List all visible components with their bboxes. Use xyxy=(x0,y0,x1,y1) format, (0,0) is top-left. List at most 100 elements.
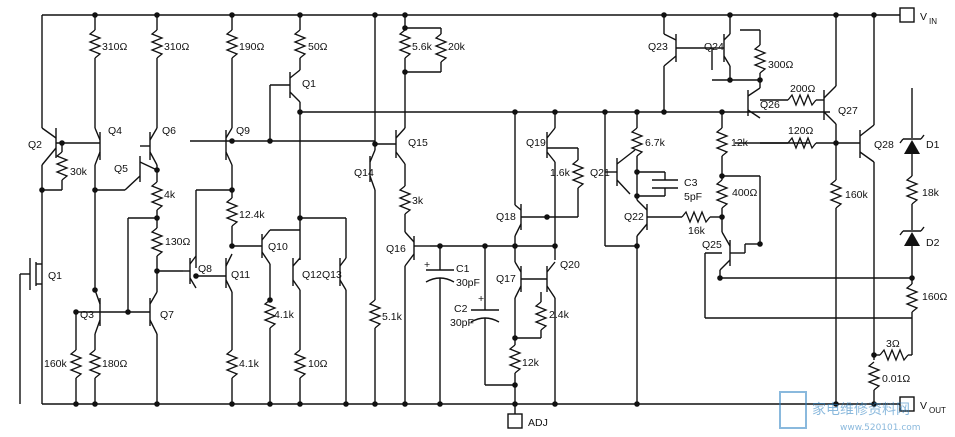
c2-value: 30pF xyxy=(450,317,474,329)
transistor-q1-left: Q1 xyxy=(19,258,62,404)
transistor-q14: Q14 xyxy=(354,15,376,300)
resistor-4k1b: 4.1k xyxy=(263,264,295,404)
q16-label: Q16 xyxy=(386,243,406,255)
transistor-q7: Q7 xyxy=(149,291,174,404)
resistor-4k1a: 4.1k xyxy=(225,292,260,404)
q15-label: Q15 xyxy=(408,137,428,149)
adj-pin: ADJ xyxy=(507,404,548,429)
svg-text:+: + xyxy=(424,259,430,271)
q13-label: Q13 xyxy=(322,269,342,281)
resistor-130: 130Ω xyxy=(127,217,191,312)
resistor-30k: 30k xyxy=(42,143,88,191)
transistor-q23: Q23 xyxy=(648,15,712,112)
resistor-10: 10Ω xyxy=(293,349,328,404)
vin-subscript: IN xyxy=(929,17,937,26)
r200-label: 200Ω xyxy=(790,83,816,95)
resistor-3k: 3k xyxy=(398,164,424,232)
resistor-190: 190Ω xyxy=(225,15,265,128)
r20k-label: 20k xyxy=(448,41,466,53)
transistor-q8: Q8 xyxy=(157,255,212,289)
transistor-q27: Q27 xyxy=(823,15,858,180)
q24-label: Q24 xyxy=(704,41,724,53)
c1-name: C1 xyxy=(456,263,470,275)
resistor-1k6: 1.6k xyxy=(547,147,585,218)
q18-label: Q18 xyxy=(496,211,516,223)
r120-label: 120Ω xyxy=(788,125,814,137)
r12k4-label: 12.4k xyxy=(239,209,265,221)
resistor-16k: 16k xyxy=(681,210,722,237)
d1-label: D1 xyxy=(926,139,940,151)
vin-label: V xyxy=(920,11,927,23)
resistor-18k: 18k xyxy=(905,175,940,230)
capacitor-c3: C3 5pF xyxy=(637,171,702,203)
r1k6-label: 1.6k xyxy=(550,167,571,179)
c3-name: C3 xyxy=(684,177,698,189)
q10-label: Q10 xyxy=(268,241,288,253)
r12k-bottom-label: 12k xyxy=(522,357,540,369)
r130-label: 130Ω xyxy=(165,236,191,248)
transistor-q25: Q25 xyxy=(702,231,912,319)
q7-label: Q7 xyxy=(160,309,174,321)
q9-label: Q9 xyxy=(236,125,250,137)
resistor-12k-bottom: 12k xyxy=(508,344,540,404)
q17-label: Q17 xyxy=(496,273,516,285)
q11-label: Q11 xyxy=(231,269,250,281)
resistor-5k1: 5.1k xyxy=(368,299,403,404)
q2-label: Q2 xyxy=(28,139,42,151)
resistor-400: 400Ω xyxy=(715,175,761,244)
capacitor-c2: + C2 30pF xyxy=(450,246,515,386)
supply-rails xyxy=(41,14,912,405)
r160k-left-label: 160k xyxy=(44,358,68,370)
watermark-cn-text: 家电维修资料网 xyxy=(812,401,910,418)
q27-label: Q27 xyxy=(838,105,858,117)
r160k-right-label: 160k xyxy=(845,189,869,201)
c3-value: 5pF xyxy=(684,191,702,203)
q26-label: Q26 xyxy=(760,99,780,111)
r4k-label: 4k xyxy=(164,189,176,201)
q25-label: Q25 xyxy=(702,239,722,251)
transistor-q12: Q12 xyxy=(292,257,322,350)
r4k1a-label: 4.1k xyxy=(239,358,260,370)
q14-label: Q14 xyxy=(354,167,374,179)
resistor-20k: 20k xyxy=(404,27,466,128)
resistor-200: 200Ω xyxy=(787,83,824,107)
transistor-q18: Q18 xyxy=(496,112,547,262)
transistor-q11: Q11 xyxy=(196,253,250,293)
transistor-q24: Q24 xyxy=(704,15,760,81)
svg-text:+: + xyxy=(478,293,484,305)
r16k-label: 16k xyxy=(688,225,706,237)
d2-label: D2 xyxy=(926,237,940,249)
vin-pin: V IN xyxy=(899,7,937,26)
q1-left-label: Q1 xyxy=(48,270,62,282)
transistor-q15: Q15 xyxy=(375,127,428,165)
q1-top-label: Q1 xyxy=(302,78,316,90)
q23-label: Q23 xyxy=(648,41,668,53)
resistor-5k6: 5.6k xyxy=(398,15,433,72)
capacitor-c1: + C1 30pF xyxy=(424,246,480,404)
r2k4-label: 2.4k xyxy=(549,309,570,321)
q8-label: Q8 xyxy=(198,263,212,275)
r001-label: 0.01Ω xyxy=(882,373,910,385)
r10-label: 10Ω xyxy=(308,358,328,370)
r30k-label: 30k xyxy=(70,166,88,178)
resistor-50: 50Ω xyxy=(293,15,328,70)
transistor-q26: Q26 xyxy=(747,80,788,119)
q4-label: Q4 xyxy=(108,125,122,137)
resistor-12k-top: 12k xyxy=(715,112,749,176)
transistor-q10: Q10 xyxy=(261,229,300,265)
transistor-q13: Q13 xyxy=(300,217,347,404)
transistor-q28: Q28 xyxy=(859,15,894,360)
r3-label: 3Ω xyxy=(886,338,900,350)
r4k1b-label: 4.1k xyxy=(274,309,295,321)
c2-name: C2 xyxy=(454,303,468,315)
resistor-160: 160Ω xyxy=(905,283,948,355)
diode-d1: D1 xyxy=(899,88,940,176)
r180-label: 180Ω xyxy=(102,358,128,370)
r400-label: 400Ω xyxy=(732,187,758,199)
transistor-q22: Q22 xyxy=(624,199,682,404)
r300-label: 300Ω xyxy=(768,59,794,71)
diode-d2: D2 xyxy=(899,226,940,284)
resistor-120: 120Ω xyxy=(760,125,860,150)
transistor-q20: Q20 xyxy=(546,259,580,404)
